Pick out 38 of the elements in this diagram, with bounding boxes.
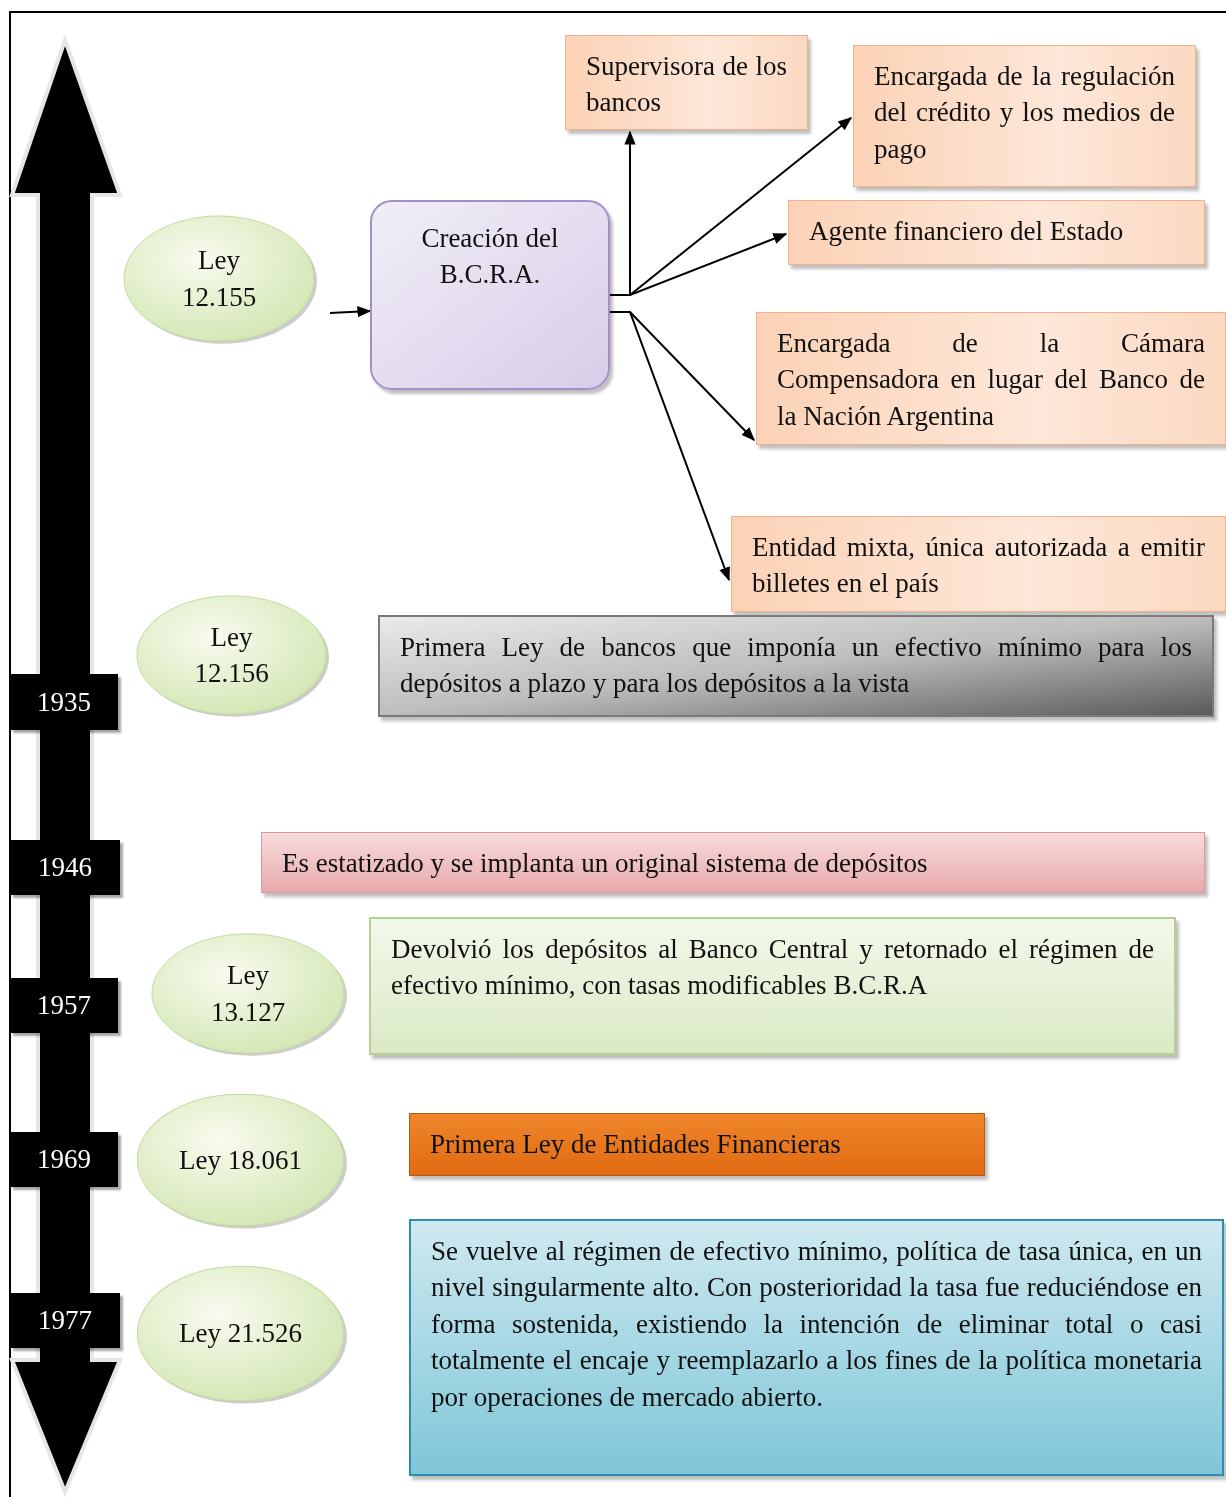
arrow [329,306,372,318]
event-box [409,1113,985,1176]
law-label: Ley 12.156 [193,620,270,690]
node-text: Primera Ley de Entidades Financieras [430,1128,842,1161]
node-text: Se vuelve al régimen de efectivo mínimo, política de tasa única, en un nivel singularmente alto. Con posterioridad la tasa fue reduciéndose en forma sostenida, existiendo la intención de eliminar total o casi totalmente el encaje y reemplazarlo a los fines de la política monetaria por operaciones de mercado abierto. [431,1235,1202,1414]
law-ellipse [133,592,330,718]
function-box [565,35,808,130]
arrow [609,233,788,296]
event-box [378,615,1214,717]
law-label: Ley 13.127 [209,959,287,1029]
event-box [369,917,1176,1055]
node-text: Encargada de la Cámara Compensadora en lugar del Banco de la Nación Argentina [777,327,1205,433]
arrow [609,311,730,582]
node-text: Agente financiero del Estado [809,215,1125,248]
law-ellipse [120,212,318,345]
node-text: Es estatizado y se implanta un original sistema de depósitos [282,847,929,880]
year-label: 1957 [10,978,118,1033]
year-label: 1969 [10,1132,118,1187]
function-box [731,516,1226,612]
node-text: Primera Ley de bancos que imponía un efectivo mínimo para los depósitos a plazo y para los depósitos a la vista [400,631,1192,701]
event-box [409,1219,1224,1476]
node-text: Encargada de la regulación del crédito y los medios de pago [874,60,1175,166]
function-box [756,312,1226,445]
law-label: Ley 21.526 [179,1317,302,1351]
node-text: Creación del B.C.R.A. [420,222,560,292]
law-ellipse [148,930,348,1057]
event-box [261,832,1205,893]
node-text: Entidad mixta, única autorizada a emitir billetes en el país [752,531,1205,601]
law-label: Ley 18.061 [179,1143,302,1177]
law-label: Ley 12.155 [180,244,258,314]
node-text: Supervisora de los bancos [586,50,787,120]
function-box [788,200,1205,265]
year-label: 1977 [10,1293,120,1348]
process-box [370,200,610,390]
year-label: 1935 [10,674,118,730]
node-text: Devolvió los depósitos al Banco Central y retornado el régimen de efectivo mínimo, con tasas modificables B.C.R.A [391,933,1154,1003]
year-label: 1946 [10,840,120,895]
function-box [853,45,1196,187]
